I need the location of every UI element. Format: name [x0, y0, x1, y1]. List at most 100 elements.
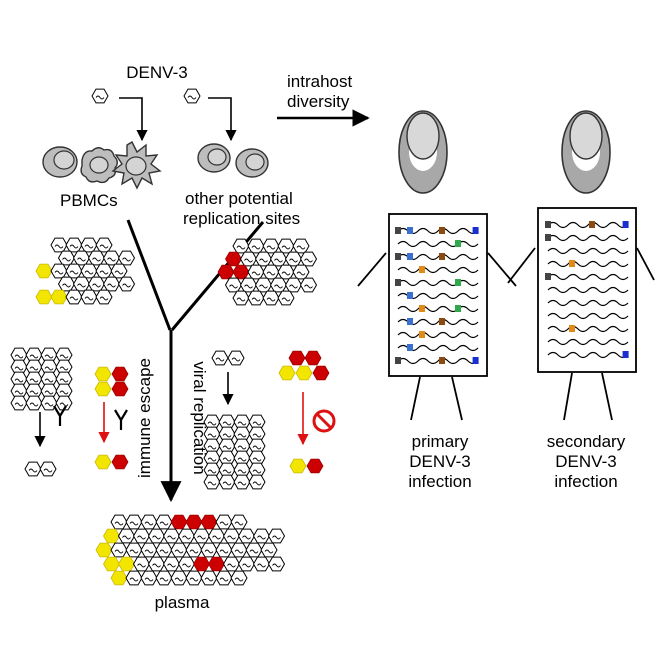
virion-icon: [268, 528, 285, 544]
virion-icon: [110, 263, 128, 279]
virion-icon: [155, 570, 173, 586]
variant-marker: [395, 279, 401, 286]
replicated-cluster: [203, 414, 266, 490]
head-icon: [398, 110, 448, 194]
other-site-cells: [197, 143, 269, 178]
pbmcs-label: PBMCs: [60, 191, 118, 210]
variant-marker: [545, 221, 551, 228]
virion-icon: [240, 251, 257, 267]
virion-icon: [80, 289, 98, 305]
virion-icon: [240, 277, 257, 293]
sequence-line: [547, 338, 629, 346]
plasma-cluster: [95, 514, 285, 586]
cell-icon: [42, 146, 78, 178]
sequence-line: [547, 325, 629, 333]
virion-icon: [255, 277, 272, 293]
virion-icon: [95, 263, 113, 279]
virion-icon: [233, 474, 251, 490]
variant-marker: [589, 221, 595, 228]
antibody-icon: [113, 408, 129, 432]
virion-icon: [178, 556, 195, 572]
virion-icon: [285, 251, 302, 267]
variant-marker: [622, 221, 629, 228]
virion-icon: [215, 570, 233, 586]
virion-icon: [170, 542, 188, 558]
virion-icon: [208, 528, 225, 544]
denv3-label: DENV-3: [126, 63, 187, 82]
virion-icon: [103, 276, 120, 292]
virion-icon: [285, 277, 302, 293]
virion-icon: [253, 528, 270, 544]
virion-icon: [25, 395, 43, 411]
blocked-virions-bottom: [289, 458, 324, 474]
virion-icon: [110, 514, 128, 530]
cell-icon: [235, 148, 269, 178]
virion-icon: [225, 277, 242, 293]
sequence-line: [547, 260, 629, 268]
sequence-line: [547, 299, 629, 307]
virion-icon: [118, 528, 135, 544]
other-sites-label-1: other potential: [185, 189, 293, 208]
virion-icon: [248, 474, 266, 490]
cell-icon: [80, 147, 118, 184]
virion-icon-source-right: [183, 88, 201, 104]
virion-icon: [245, 542, 263, 558]
secondary-label-3: infection: [554, 472, 617, 491]
virion-icon: [208, 556, 225, 572]
virion-icon: [253, 556, 270, 572]
virion-icon: [163, 528, 180, 544]
virion-icon: [268, 556, 285, 572]
virion-icon: [133, 528, 150, 544]
host-secondary: [507, 110, 655, 421]
virion-icon: [200, 542, 218, 558]
virion-icon: [65, 263, 83, 279]
virion-icon: [103, 556, 120, 572]
virion-icon: [211, 350, 229, 366]
primary-label-1: primary: [412, 432, 469, 451]
virion-icon: [35, 289, 53, 305]
variant-marker: [545, 273, 551, 280]
secondary-label-1: secondary: [547, 432, 626, 451]
virion-icon: [50, 289, 68, 305]
variant-marker: [407, 344, 413, 351]
variant-marker: [439, 357, 445, 364]
virion-icon: [80, 237, 98, 253]
virion-icon: [73, 250, 90, 266]
sequence-line: [397, 331, 479, 339]
virion-icon: [232, 264, 250, 280]
virion-icon: [185, 570, 203, 586]
virion-icon: [238, 528, 255, 544]
intrahost-label-2: diversity: [287, 92, 350, 111]
variant-marker: [407, 227, 413, 234]
virion-icon: [292, 238, 310, 254]
virion-icon: [39, 461, 57, 477]
virion-icon-source-left: [91, 88, 109, 104]
virion-icon: [193, 528, 210, 544]
virion-icon: [270, 277, 287, 293]
variant-marker: [395, 253, 401, 260]
virion-icon: [65, 289, 83, 305]
virion-icon: [225, 251, 242, 267]
variant-marker: [455, 305, 461, 312]
virion-icon: [185, 542, 203, 558]
pbmc-cells: [42, 141, 162, 190]
virion-icon: [185, 514, 203, 530]
virion-icon: [140, 542, 158, 558]
virion-icon: [200, 570, 218, 586]
virion-icon: [133, 556, 150, 572]
variant-marker: [472, 227, 479, 234]
virion-icon: [255, 251, 272, 267]
virion-icon: [300, 251, 317, 267]
virion-icon: [110, 570, 128, 586]
primary-label-3: infection: [408, 472, 471, 491]
secondary-label-2: DENV-3: [555, 452, 616, 471]
virion-icon: [215, 514, 233, 530]
intrahost-label-1: intrahost: [287, 72, 352, 91]
variant-marker: [395, 227, 401, 234]
virion-icon: [95, 542, 113, 558]
virion-icon: [260, 542, 278, 558]
virion-icon: [118, 250, 135, 266]
virion-icon: [125, 570, 143, 586]
virion-icon: [230, 570, 248, 586]
variant-marker: [439, 318, 445, 325]
